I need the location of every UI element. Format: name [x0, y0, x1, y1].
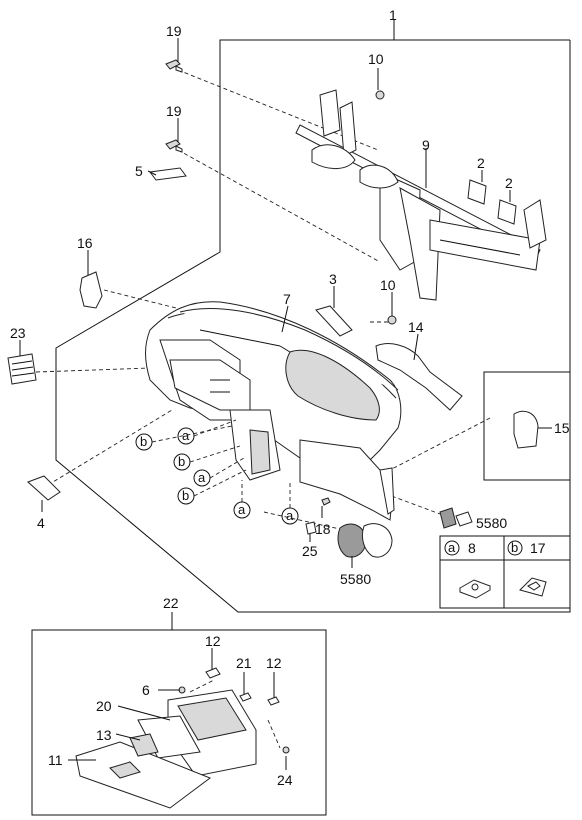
- clip-18: [321, 497, 331, 506]
- callout-21: 21: [236, 655, 252, 671]
- marker-a-1: a: [182, 428, 190, 443]
- callout-6: 6: [142, 682, 150, 698]
- callout-23: 23: [10, 325, 26, 341]
- side-cover-16: [79, 271, 103, 309]
- glove-box-assembly: [75, 667, 290, 809]
- legend-a-part: 8: [468, 540, 476, 556]
- callout-11: 11: [48, 752, 63, 768]
- legend-b-marker: b: [511, 540, 518, 555]
- legend-a-marker-circle: [444, 540, 460, 556]
- legend-b-marker-circle: [507, 540, 523, 556]
- marker-b-1: b: [140, 434, 147, 449]
- callout-5580-side: 5580: [476, 515, 507, 531]
- center-vent-5580: [337, 523, 393, 558]
- callout-7: 7: [283, 291, 291, 307]
- callout-18: 18: [315, 521, 331, 537]
- legend-b-part: 17: [530, 540, 546, 556]
- bracket-4: [27, 475, 61, 501]
- clip-legend: a 8 b 17: [439, 535, 571, 609]
- crash-pad-assembly: [145, 301, 402, 521]
- callout-3: 3: [329, 271, 337, 287]
- callout-1: 1: [389, 7, 397, 23]
- side-vent-23: [7, 353, 37, 385]
- callout-22: 22: [163, 595, 179, 611]
- trim-strip-3: [315, 305, 353, 337]
- clip-17-icon: [519, 577, 547, 597]
- bolt-19-upper: [165, 59, 183, 73]
- callout-10-upper: 10: [368, 51, 384, 67]
- end-cap-15: [513, 410, 539, 449]
- clip-markers: a b b a b a a: [135, 419, 299, 525]
- cowl-cross-bar: [295, 89, 547, 301]
- callout-12-left: 12: [205, 633, 221, 649]
- callout-24: 24: [277, 772, 293, 788]
- marker-b-2: b: [178, 454, 185, 469]
- callout-5: 5: [135, 163, 143, 179]
- callout-leaders: [19, 38, 552, 770]
- callout-19-upper: 19: [166, 23, 182, 39]
- callout-4: 4: [37, 515, 45, 531]
- callout-2-left: 2: [477, 155, 485, 171]
- legend-a-marker: a: [448, 540, 456, 555]
- callout-10-lower: 10: [380, 277, 396, 293]
- callout-5580-center: 5580: [340, 571, 371, 587]
- callout-13: 13: [96, 727, 112, 743]
- marker-a-3: a: [238, 502, 246, 517]
- callout-15: 15: [554, 420, 570, 436]
- callout-12-right: 12: [266, 655, 282, 671]
- bolt-19-lower: [165, 139, 183, 153]
- bracket-5: [149, 167, 187, 181]
- callout-14: 14: [408, 319, 424, 335]
- bracket-14: [375, 343, 463, 411]
- marker-a-2: a: [198, 470, 206, 485]
- marker-a-4: a: [286, 508, 294, 523]
- bolt-10-lower: [387, 315, 397, 325]
- marker-b-3: b: [182, 488, 189, 503]
- clip-8-icon: [458, 579, 492, 599]
- callout-19-lower: 19: [166, 103, 182, 119]
- side-vent-5580: [439, 507, 473, 529]
- group-1-boundary: [55, 20, 571, 613]
- callout-16: 16: [77, 235, 93, 251]
- callout-25: 25: [302, 543, 318, 559]
- callout-9: 9: [422, 137, 430, 153]
- callout-2-right: 2: [505, 175, 513, 191]
- callout-20: 20: [96, 698, 112, 714]
- group-22-boundary: [31, 612, 327, 816]
- callout-labels: 1 19 10 19 9 2 2 5 16 3 10 7 14 23 15 4 …: [10, 7, 570, 788]
- clip-25: [305, 521, 317, 535]
- bolt-10-upper: [375, 90, 385, 100]
